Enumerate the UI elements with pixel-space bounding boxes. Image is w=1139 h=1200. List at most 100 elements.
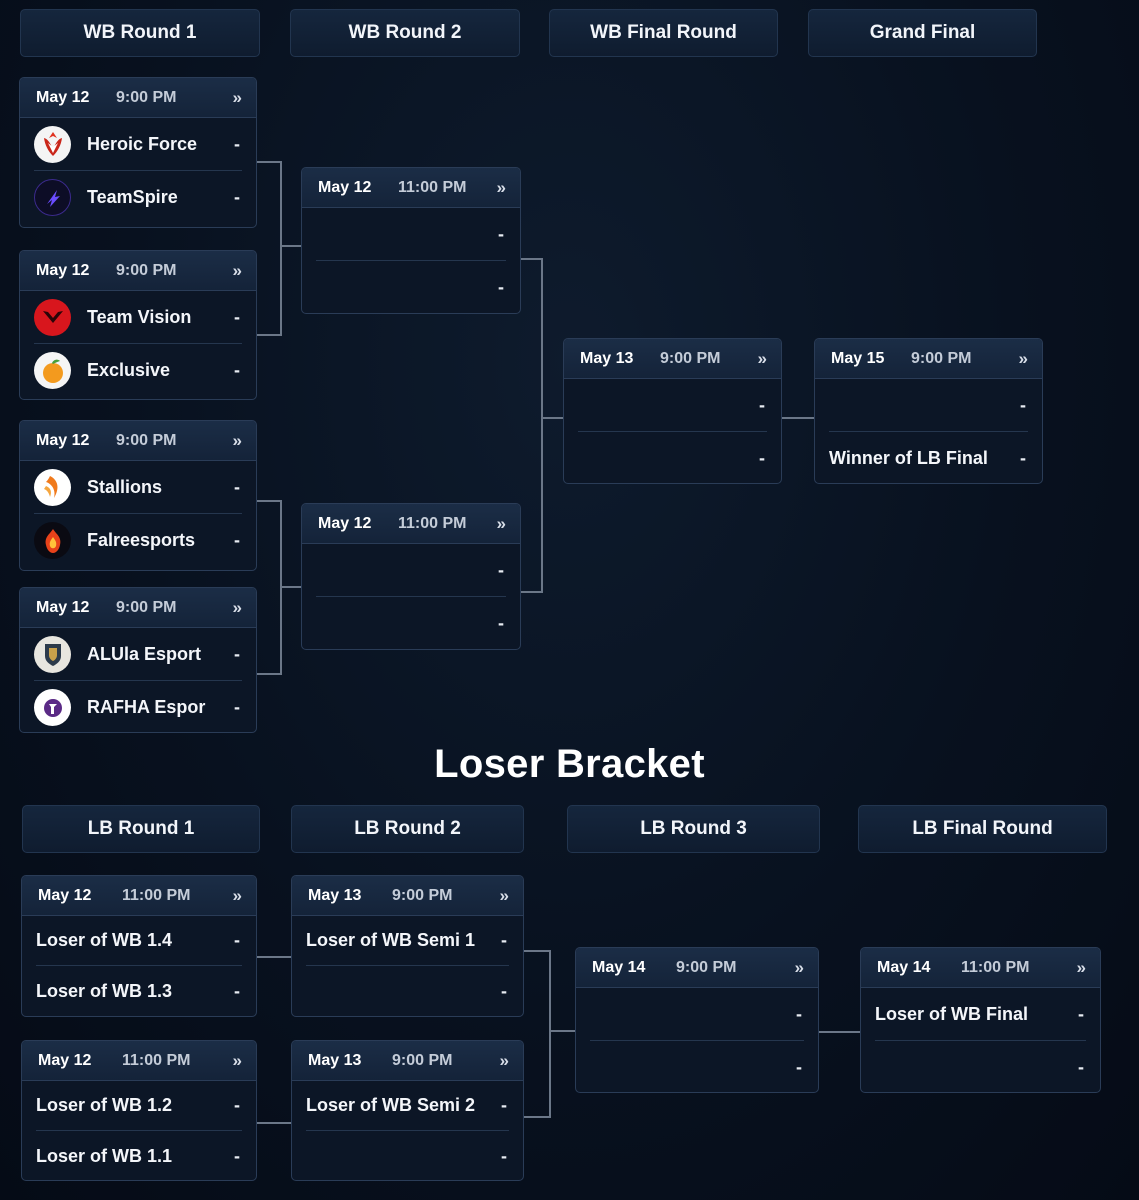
team-row[interactable]: Loser of WB Semi 2 - — [306, 1081, 509, 1131]
team-row[interactable]: - — [875, 1041, 1086, 1092]
match-header: May 12 9:00 PM » — [20, 421, 256, 461]
team-name: Loser of WB 1.4 — [36, 930, 173, 950]
team-row[interactable]: - — [316, 208, 506, 261]
team-row[interactable]: - — [306, 1131, 509, 1180]
team-row[interactable]: - — [829, 379, 1028, 432]
team-score: - — [234, 133, 240, 154]
team-row[interactable]: - — [316, 544, 506, 597]
match-details-icon[interactable]: » — [496, 177, 506, 197]
match-date: May 12 — [36, 431, 90, 449]
team-score: - — [1078, 1003, 1084, 1024]
team-score: - — [498, 277, 504, 297]
match-details-icon[interactable]: » — [496, 513, 506, 533]
match-date: May 12 — [318, 514, 372, 532]
match-header: May 15 9:00 PM » — [815, 339, 1042, 379]
wb-r1-match-1[interactable]: May 12 9:00 PM » Heroic Force - TeamSpir… — [19, 77, 257, 228]
match-date: May 12 — [36, 598, 90, 616]
wb-r2-match-1[interactable]: May 12 11:00 PM » - - — [301, 167, 521, 314]
match-time: 11:00 PM — [398, 178, 467, 196]
exclusive-logo-icon — [34, 352, 71, 389]
bracket-connector — [257, 1122, 291, 1124]
wb-r2-match-2[interactable]: May 12 11:00 PM » - - — [301, 503, 521, 650]
lb-final-match[interactable]: May 14 11:00 PM » Loser of WB Final - - — [860, 947, 1101, 1093]
match-details-icon[interactable]: » — [757, 348, 767, 368]
team-name: Winner of LB Final — [829, 448, 988, 468]
wb-r1-match-4[interactable]: May 12 9:00 PM » ALUla Esport - RAFHA Es… — [19, 587, 257, 733]
team-row[interactable]: Loser of WB 1.1 - — [36, 1131, 242, 1180]
match-header: May 12 9:00 PM » — [20, 78, 256, 118]
team-row[interactable]: - — [578, 379, 767, 432]
team-score: - — [234, 476, 240, 497]
lb-r2-match-2[interactable]: May 13 9:00 PM » Loser of WB Semi 2 - - — [291, 1040, 524, 1181]
lb-r1-match-1[interactable]: May 12 11:00 PM » Loser of WB 1.4 - Lose… — [21, 875, 257, 1017]
lb-r2-match-1[interactable]: May 13 9:00 PM » Loser of WB Semi 1 - - — [291, 875, 524, 1017]
team-row[interactable]: Stallions - — [34, 461, 242, 514]
match-details-icon[interactable]: » — [232, 260, 242, 280]
grand-final-match[interactable]: May 15 9:00 PM » - Winner of LB Final - — [814, 338, 1043, 484]
match-header: May 12 9:00 PM » — [20, 588, 256, 628]
wb-r1-match-3[interactable]: May 12 9:00 PM » Stallions - Falreesport… — [19, 420, 257, 571]
team-row[interactable]: Team Vision - — [34, 291, 242, 344]
team-row[interactable]: - — [578, 432, 767, 483]
team-score: - — [501, 1095, 507, 1115]
lb-r1-match-2[interactable]: May 12 11:00 PM » Loser of WB 1.2 - Lose… — [21, 1040, 257, 1181]
bracket-connector — [524, 1116, 550, 1118]
match-details-icon[interactable]: » — [232, 885, 242, 905]
bracket-connector — [280, 245, 301, 247]
team-name: TeamSpire — [87, 187, 178, 207]
bracket-connector — [541, 258, 543, 593]
team-row[interactable]: - — [306, 966, 509, 1016]
match-details-icon[interactable]: » — [232, 1050, 242, 1070]
lb-round-2-header: LB Round 2 — [291, 805, 524, 853]
match-date: May 13 — [308, 886, 362, 904]
match-time: 11:00 PM — [398, 514, 467, 532]
match-time: 11:00 PM — [961, 958, 1030, 976]
match-details-icon[interactable]: » — [232, 430, 242, 450]
team-row[interactable]: - — [316, 261, 506, 313]
wb-final-round-header: WB Final Round — [549, 9, 778, 57]
team-row[interactable]: - — [590, 1041, 804, 1092]
bracket-connector — [257, 334, 281, 336]
team-row[interactable]: TeamSpire - — [34, 171, 242, 224]
bracket-connector — [782, 417, 814, 419]
match-details-icon[interactable]: » — [499, 1050, 509, 1070]
wb-final-match[interactable]: May 13 9:00 PM » - - — [563, 338, 782, 484]
team-vision-logo-icon — [34, 298, 71, 336]
team-row[interactable]: Winner of LB Final - — [829, 432, 1028, 483]
team-row[interactable]: - — [316, 597, 506, 649]
team-score: - — [234, 697, 240, 717]
team-row[interactable]: Loser of WB 1.3 - — [36, 966, 242, 1016]
team-score: - — [759, 394, 765, 415]
match-details-icon[interactable]: » — [794, 957, 804, 977]
wb-round-2-header: WB Round 2 — [290, 9, 520, 57]
team-score: - — [759, 448, 765, 468]
match-details-icon[interactable]: » — [1018, 348, 1028, 368]
team-row[interactable]: ALUla Esport - — [34, 628, 242, 681]
team-score: - — [498, 223, 504, 244]
match-details-icon[interactable]: » — [232, 87, 242, 107]
wb-r1-match-2[interactable]: May 12 9:00 PM » Team Vision - Exclusive… — [19, 250, 257, 400]
alula-esport-logo-icon — [34, 635, 71, 673]
match-details-icon[interactable]: » — [1076, 957, 1086, 977]
match-date: May 12 — [318, 178, 372, 196]
lb-r3-match[interactable]: May 14 9:00 PM » - - — [575, 947, 819, 1093]
team-row[interactable]: Loser of WB Semi 1 - — [306, 916, 509, 966]
match-header: May 13 9:00 PM » — [292, 876, 523, 916]
team-row[interactable]: Falreesports - — [34, 514, 242, 567]
team-row[interactable]: Heroic Force - — [34, 118, 242, 171]
team-row[interactable]: Loser of WB Final - — [875, 988, 1086, 1041]
team-row[interactable]: - — [590, 988, 804, 1041]
bracket-connector — [280, 586, 301, 588]
match-header: May 12 11:00 PM » — [22, 1041, 256, 1081]
match-date: May 13 — [580, 349, 634, 367]
team-score: - — [234, 1145, 240, 1166]
team-row[interactable]: RAFHA Espor - — [34, 681, 242, 732]
team-row[interactable]: Loser of WB 1.4 - — [36, 916, 242, 966]
match-header: May 13 9:00 PM » — [292, 1041, 523, 1081]
match-details-icon[interactable]: » — [232, 597, 242, 617]
team-row[interactable]: Loser of WB 1.2 - — [36, 1081, 242, 1131]
match-date: May 14 — [877, 958, 931, 976]
bracket-connector — [521, 258, 542, 260]
match-details-icon[interactable]: » — [499, 885, 509, 905]
team-row[interactable]: Exclusive - — [34, 344, 242, 397]
